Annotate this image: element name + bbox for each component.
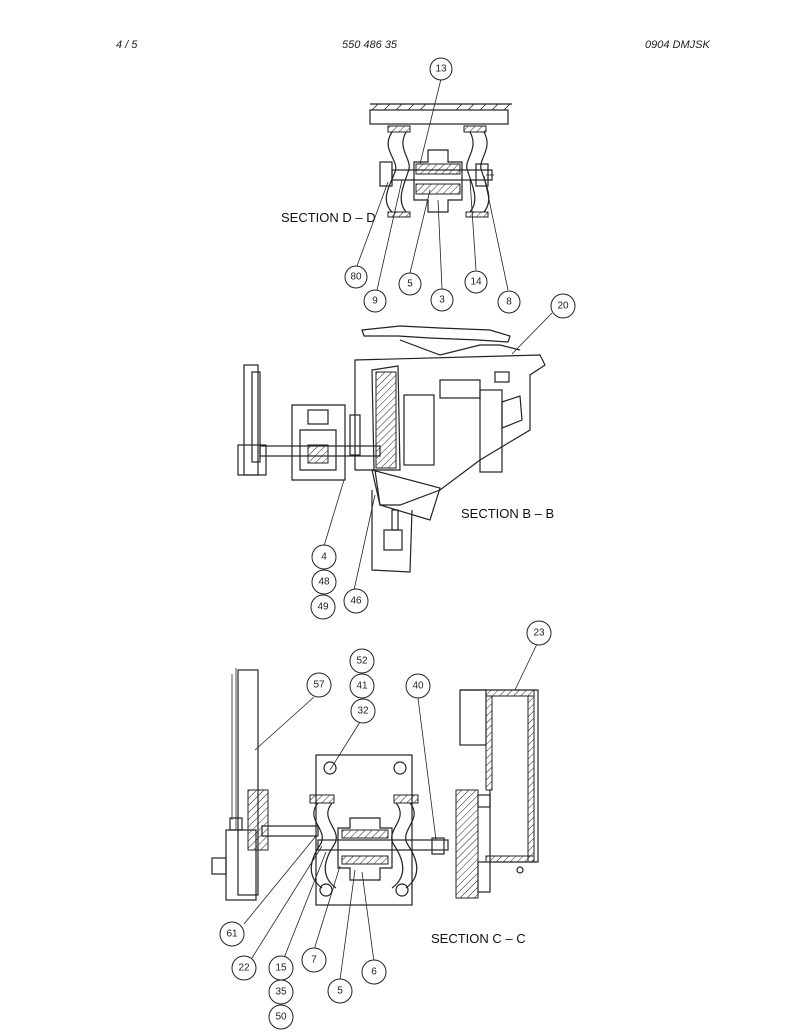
callout-57: 57 [313, 680, 325, 691]
section-cc-leaders [243, 643, 538, 981]
callout-5-cc: 5 [337, 986, 343, 997]
section-bb-leaders [323, 312, 553, 591]
callouts-section-cc: 23 52 41 32 57 40 61 22 15 35 50 7 5 6 [219, 620, 552, 1030]
section-bb-label: SECTION B – B [461, 506, 554, 521]
callout-4: 4 [321, 552, 327, 563]
callout-35: 35 [275, 987, 287, 998]
callout-9: 9 [372, 296, 378, 307]
callout-5-dd: 5 [407, 279, 413, 290]
callout-7: 7 [311, 955, 317, 966]
callout-8: 8 [506, 297, 512, 308]
callout-32: 32 [357, 706, 369, 717]
callout-14: 14 [470, 277, 482, 288]
section-cc-drawing [211, 668, 539, 906]
callout-61: 61 [226, 929, 238, 940]
callout-50: 50 [275, 1012, 287, 1023]
section-cc-label: SECTION C – C [431, 931, 526, 946]
page-number: 4 / 5 [116, 39, 138, 51]
callout-46: 46 [350, 596, 362, 607]
section-dd-drawing [369, 103, 512, 218]
callout-6: 6 [371, 967, 377, 978]
callout-80: 80 [350, 272, 362, 283]
callout-3: 3 [439, 295, 445, 306]
callout-20: 20 [557, 301, 569, 312]
callout-13: 13 [435, 64, 447, 75]
section-dd-label: SECTION D – D [281, 210, 376, 225]
document-number: 550 486 35 [342, 39, 398, 51]
callout-41: 41 [356, 681, 368, 692]
callout-52: 52 [356, 656, 368, 667]
revision-code: 0904 DMJSK [645, 39, 710, 51]
callout-49: 49 [317, 602, 329, 613]
callouts-section-dd: 13 80 9 5 3 14 8 [344, 57, 521, 314]
callouts-section-bb: 20 4 48 49 46 [310, 293, 576, 620]
callout-48: 48 [318, 577, 330, 588]
callout-40: 40 [412, 681, 424, 692]
callout-22: 22 [238, 963, 250, 974]
section-bb-drawing [237, 325, 546, 573]
callout-23: 23 [533, 628, 545, 639]
section-dd-leaders [356, 78, 509, 291]
callout-15: 15 [275, 963, 287, 974]
